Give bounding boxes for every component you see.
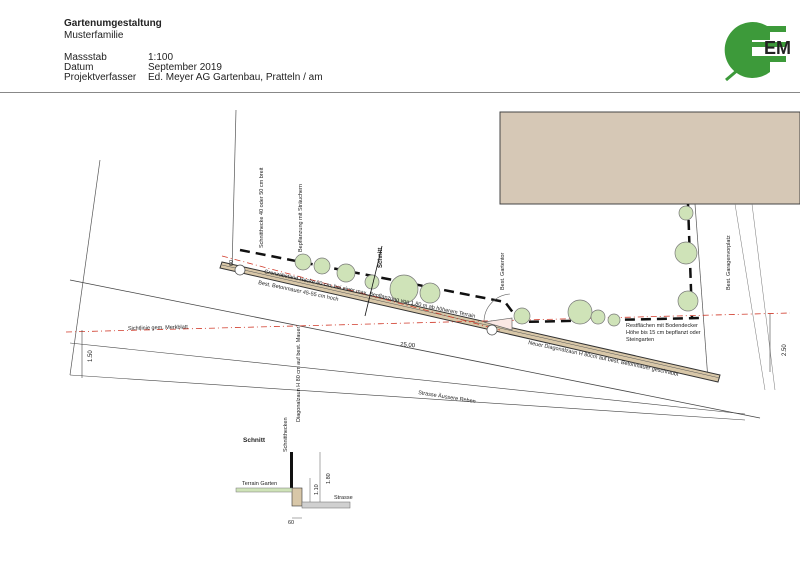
section-street-label: Strasse [334, 495, 353, 501]
property-line-far-left [69, 159, 101, 376]
dimension-left: 1.50 [88, 350, 94, 362]
dimension-length: 25.00 [400, 342, 416, 349]
shrub [294, 253, 312, 271]
cut-marker-label: Schnitt [378, 248, 384, 268]
shrubs [294, 205, 699, 327]
shrub [419, 282, 441, 304]
section-cut-line [364, 245, 383, 317]
section-dim-60: 60 [288, 520, 294, 526]
title-block: Gartenumgestaltung Musterfamilie Masssta… [0, 0, 800, 92]
shrub [677, 290, 699, 312]
shrub [567, 299, 593, 325]
dimension-60-plan: 60 [229, 260, 235, 266]
diagonal-fence-label: Diagonalzaun H 80 cm auf best. Mauer [296, 326, 302, 422]
garage-label: Best. Garagenvorplatz [726, 235, 732, 290]
corner-marker [486, 324, 498, 336]
section-wall [291, 487, 303, 507]
shrub [590, 309, 606, 325]
gate-label: Best. Gartentor [500, 253, 506, 290]
street-edge-line [69, 279, 761, 419]
existing-building [499, 111, 800, 205]
dimension-line-length [69, 342, 746, 415]
section-dim-110: 1.10 [314, 484, 320, 495]
logo-letters: EM [764, 38, 791, 58]
property-line-left [231, 109, 237, 271]
company-logo: EM [724, 22, 791, 82]
rest-area-label-2: Höhe bis 15 cm bepflanzt oder [626, 330, 701, 336]
client-name: Musterfamilie [64, 30, 124, 41]
scale-label: Massstab [64, 52, 107, 63]
shrub [513, 307, 531, 325]
shrub [678, 205, 694, 221]
property-line-right [694, 203, 709, 381]
section-dim-180: 1.80 [326, 473, 332, 484]
sight-line [65, 312, 791, 333]
author-value: Ed. Meyer AG Gartenbau, Pratteln / am [148, 72, 323, 83]
shrub [336, 263, 356, 283]
corner-marker [234, 264, 246, 276]
shrub [389, 274, 419, 304]
dimension-right: 2.50 [782, 344, 788, 356]
boundary-offset-line [221, 255, 501, 331]
street-label: Strasse Äussere Reben [418, 389, 476, 405]
garden-gate [483, 317, 513, 331]
street-edge-line-2 [69, 374, 746, 421]
section-terrain-label: Terrain Garten [242, 481, 277, 487]
section-terrain [235, 487, 293, 493]
garage-edge-line-2 [751, 203, 776, 391]
rest-area-label-1: Restflächen mit Bodendecker [626, 323, 698, 329]
sightline-label: Sichtlinie gem. Merkblatt [128, 324, 189, 332]
garage-edge-line [734, 203, 766, 391]
date-value: September 2019 [148, 62, 222, 73]
shrub [674, 241, 698, 265]
fence-label: Neuer Diagonalzaun H 80cm auf best. Beto… [528, 340, 680, 378]
gate-swing-arc [483, 293, 511, 323]
section-street [301, 501, 351, 509]
section-fence-post [290, 452, 293, 490]
hedge-label: Schnitthecke 40 oder 50 cm breit [259, 167, 265, 248]
shrub [364, 274, 380, 290]
hedge-label-section: Schnitthecken [283, 417, 289, 452]
shrub [313, 257, 331, 275]
project-title: Gartenumgestaltung [64, 18, 162, 29]
author-label: Projektverfasser [64, 72, 137, 83]
date-label: Datum [64, 62, 94, 73]
section-detail: Schnitt Terrain Garten Strasse 1.80 1.10… [235, 437, 353, 526]
scale-value: 1:100 [148, 52, 174, 63]
planting-label: Bepflanzung mit Sträuchern [298, 184, 304, 252]
rest-area-label-3: Steingarten [626, 337, 654, 343]
shrub [607, 313, 621, 327]
section-title: Schnitt [243, 437, 266, 444]
header-divider [0, 92, 800, 93]
